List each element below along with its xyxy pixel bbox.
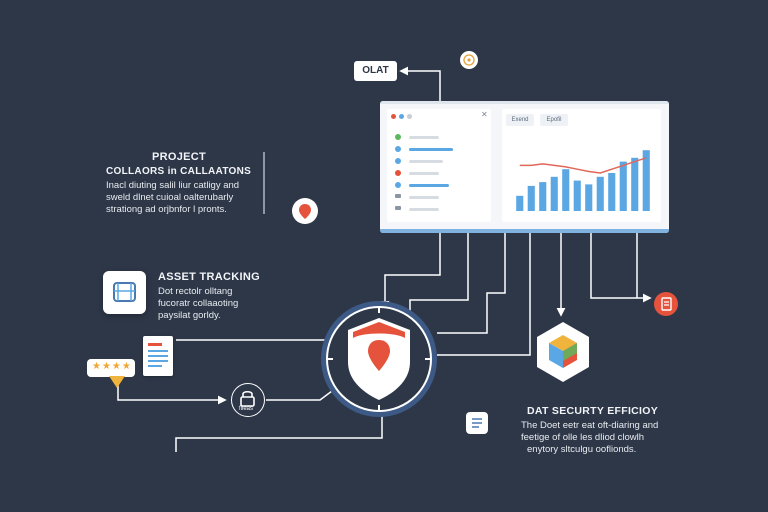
asset-line-3: paysilat gorldy. <box>158 310 221 321</box>
bar-10 <box>619 161 627 211</box>
shield-pin-icon <box>368 340 390 371</box>
connector-window-shield-3 <box>437 233 506 334</box>
tab-exend[interactable]: Exend <box>506 114 534 126</box>
window-dot-red <box>391 114 396 119</box>
list-icon-3 <box>395 158 401 164</box>
list-line-1 <box>409 136 439 139</box>
window-dot-blue <box>399 114 404 119</box>
list-icon-6 <box>395 194 401 198</box>
bar-6 <box>573 180 581 211</box>
list-icon-7 <box>395 206 401 210</box>
project-line-3: strationg ad orjbnfor l pronts. <box>106 204 227 215</box>
asset-box-card <box>103 271 146 314</box>
connector-window-shield-2 <box>409 233 469 314</box>
security-line-3: enytory sltculgu ooflionds. <box>527 444 637 455</box>
project-divider <box>263 152 265 214</box>
badge-icon <box>460 51 478 69</box>
list-line-6 <box>409 196 439 199</box>
list-icon-5 <box>395 182 401 188</box>
bar-4 <box>550 176 558 211</box>
chart-panel: Exend Epofil <box>502 109 661 222</box>
close-icon[interactable]: ✕ <box>481 110 488 119</box>
dashboard-window: ✕ Exend Epofil <box>380 101 669 233</box>
connector-window-doc-1 <box>590 233 652 303</box>
window-top-bar <box>380 101 669 104</box>
rating-stars: ★★★★ <box>92 361 132 372</box>
bar-12 <box>642 150 650 211</box>
window-dot-gray <box>407 114 412 119</box>
list-line-7 <box>409 208 439 211</box>
bar-3 <box>539 182 547 211</box>
shield-emblem <box>321 301 437 417</box>
connector-window-shield-4 <box>437 233 531 356</box>
bar-1 <box>516 195 524 211</box>
task-list-panel: ✕ <box>387 109 491 222</box>
arrow-to-top-label <box>399 66 441 101</box>
security-doc-icon <box>466 412 488 434</box>
shield-ticks <box>327 307 431 411</box>
bar-11 <box>631 157 639 211</box>
list-icon-2 <box>395 146 401 152</box>
bar-5 <box>562 169 570 211</box>
list-line-4 <box>409 172 439 175</box>
bar-8 <box>596 176 604 211</box>
rating-pointer <box>109 376 125 388</box>
bar-chart <box>516 150 650 211</box>
connector-window-shield-1 <box>380 233 441 310</box>
list-line-2 <box>409 148 453 151</box>
document-icon <box>143 336 173 376</box>
asset-title: ASSET TRACKING <box>158 271 260 283</box>
security-line-1: The Doet eetr eat oft-diaring and <box>521 420 659 431</box>
project-title: PROJECT <box>152 151 207 163</box>
lock-icon <box>231 383 265 417</box>
bar-2 <box>527 185 535 211</box>
trend-line <box>519 157 647 174</box>
location-pin-icon <box>292 198 318 224</box>
file-badge-icon <box>654 292 678 316</box>
list-line-5 <box>409 184 449 187</box>
security-title: DAT SECURTY EFFICIOY <box>527 405 659 417</box>
project-line-2: sweld dlnet cuioal oalterubarly <box>106 192 234 203</box>
connector-bottom-shield <box>175 400 383 452</box>
project-line-1: Inacl diuting salil liur catligy and <box>106 180 240 191</box>
lock-label: fileas <box>239 406 254 412</box>
list-line-3 <box>409 160 443 163</box>
bar-9 <box>608 173 616 211</box>
hexagon-cube-icon <box>537 322 589 382</box>
list-icon-4 <box>395 170 401 176</box>
project-subtitle: COLLAORS in CALLAATONS <box>106 166 252 177</box>
shield-top-band <box>353 322 405 338</box>
list-icon-1 <box>395 134 401 140</box>
bar-7 <box>585 184 593 211</box>
box-icon <box>113 282 136 302</box>
window-bottom-bar <box>380 229 669 233</box>
asset-line-1: Dot rectolr olltang <box>158 286 233 297</box>
connector-rating-lock <box>117 382 227 405</box>
tab-epofil[interactable]: Epofil <box>540 114 568 126</box>
asset-line-2: fucoratr collaaoting <box>158 298 239 309</box>
rating-bubble: ★★★★ <box>87 359 135 377</box>
top-label: OLAT <box>354 61 397 81</box>
security-line-2: feetige of olle les dliod clowlh <box>521 432 645 443</box>
